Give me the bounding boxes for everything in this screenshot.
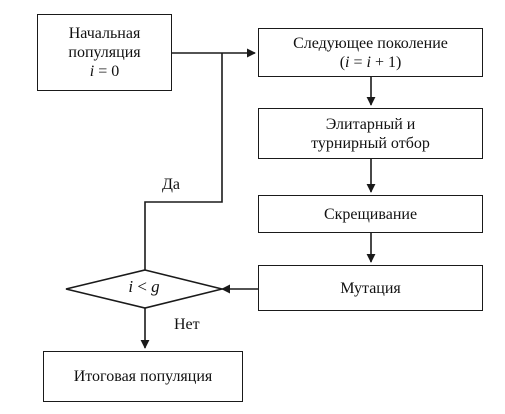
decision-operator: < (133, 277, 152, 296)
mutation-label: Мутация (340, 279, 401, 297)
final-population-label: Итоговая популяция (73, 368, 213, 385)
edge-label-yes: Да (162, 176, 181, 193)
decision-var-i: i (128, 277, 134, 296)
initial-condition-rest: = 0 (94, 63, 120, 80)
selection-line-1: Элитарный и (325, 115, 416, 133)
selection-line-2: турнирный отбор (311, 134, 430, 152)
crossover-label: Скрещивание (323, 205, 418, 223)
initial-population-line-1: Начальная (68, 25, 141, 42)
initial-population-line-2: популяция (68, 44, 141, 61)
next-generation-formula: (i = i + 1) (340, 53, 402, 72)
decision-condition: i < g (66, 267, 222, 307)
crossover-node: Скрещивание (258, 195, 483, 233)
initial-condition-var: i (89, 63, 95, 80)
edge-label-no: Нет (174, 316, 200, 333)
next-gen-formula-var-2: i (366, 53, 371, 71)
next-generation-node: Следующее поколение (i = i + 1) (258, 28, 483, 77)
selection-node: Элитарный и турнирный отбор (258, 108, 483, 159)
next-gen-formula-open: ( (339, 53, 346, 71)
next-gen-formula-var-1: i (345, 53, 350, 71)
initial-population-condition: i = 0 (90, 62, 119, 81)
decision-var-g: g (151, 277, 160, 296)
next-gen-formula-mid: = (349, 53, 367, 71)
next-gen-formula-rest: + 1) (370, 53, 402, 71)
next-generation-title: Следующее поколение (293, 34, 448, 52)
mutation-node: Мутация (258, 265, 483, 311)
decision-diamond (65, 269, 223, 309)
initial-population-node: Начальная популяция i = 0 (37, 14, 172, 91)
final-population-node: Итоговая популяция (43, 351, 243, 402)
edge-decision-yes-loop (144, 53, 223, 270)
